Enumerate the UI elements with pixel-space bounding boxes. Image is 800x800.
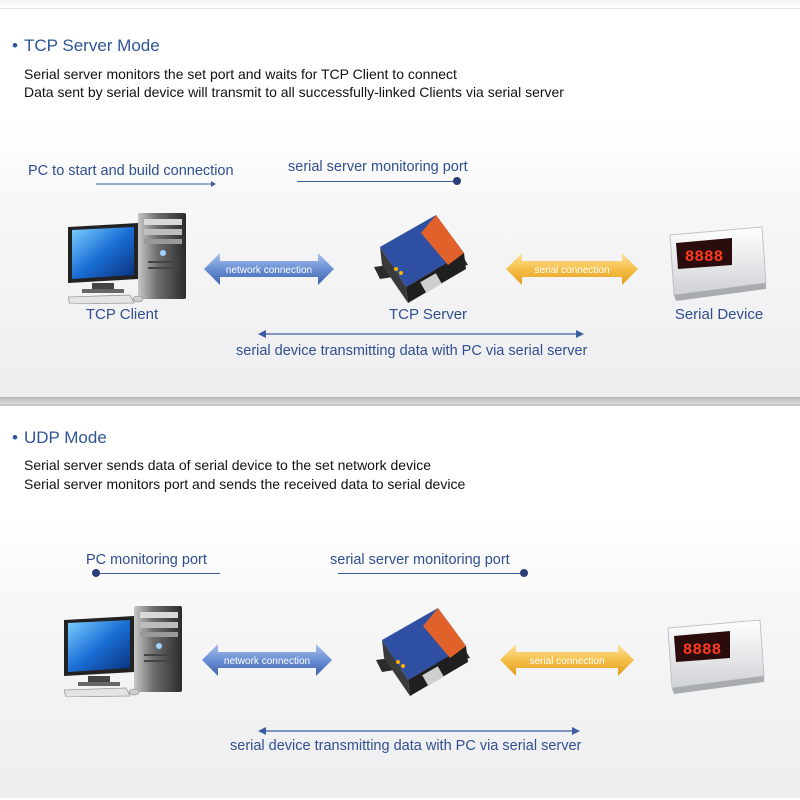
udp-desc-2: Serial server monitors port and sends th… bbox=[24, 476, 466, 492]
pc-port-dot-icon bbox=[92, 569, 100, 577]
udp-mode-panel: • UDP Mode Serial server sends data of se… bbox=[0, 404, 800, 798]
serial-server-icon bbox=[368, 600, 478, 700]
tcp-server-panel: • TCP Server Mode Serial server monitors … bbox=[0, 8, 800, 399]
data-flow-arrow bbox=[258, 727, 580, 735]
serial-server-icon bbox=[366, 207, 476, 307]
pc-note-line bbox=[96, 573, 220, 574]
serial-connection-label: serial connection bbox=[529, 656, 604, 667]
udp-bottom-note: serial device transmitting data with PC … bbox=[230, 738, 582, 754]
bullet-icon: • bbox=[12, 428, 18, 447]
udp-desc-1: Serial server sends data of serial devic… bbox=[24, 457, 431, 473]
pc-computer-icon bbox=[68, 209, 193, 304]
tcp-bottom-note: serial device transmitting data with PC … bbox=[236, 343, 588, 359]
port-dot-icon bbox=[520, 569, 528, 577]
server-note-line bbox=[338, 573, 524, 574]
tcp-title: • TCP Server Mode bbox=[12, 36, 160, 56]
serial-device-icon: 8888 bbox=[662, 221, 772, 301]
serial-connection-arrow: serial connection bbox=[506, 253, 638, 285]
tcp-pc-note: PC to start and build connection bbox=[28, 163, 234, 179]
pc-note-pointer bbox=[96, 181, 216, 187]
serial-device-icon: 8888 bbox=[660, 614, 770, 694]
device-display: 8888 bbox=[685, 248, 723, 266]
pc-computer-icon bbox=[64, 602, 189, 697]
serial-connection-arrow: serial connection bbox=[500, 644, 634, 676]
tcp-desc-2: Data sent by serial device will transmit… bbox=[24, 84, 564, 100]
udp-server-note: serial server monitoring port bbox=[330, 552, 510, 568]
udp-pc-note: PC monitoring port bbox=[86, 552, 207, 568]
tcp-server-note: serial server monitoring port bbox=[288, 159, 468, 175]
bullet-icon: • bbox=[12, 36, 18, 55]
data-flow-arrow bbox=[258, 330, 584, 338]
tcp-desc-1: Serial server monitors the set port and … bbox=[24, 66, 457, 82]
network-connection-label: network connection bbox=[226, 265, 312, 276]
udp-title: • UDP Mode bbox=[12, 428, 107, 448]
serial-device-label: Serial Device bbox=[674, 306, 764, 323]
udp-title-text: UDP Mode bbox=[23, 428, 107, 447]
device-display: 8888 bbox=[683, 641, 721, 659]
network-connection-arrow: network connection bbox=[202, 644, 332, 676]
port-dot-icon bbox=[453, 177, 461, 185]
tcp-client-label: TCP Client bbox=[85, 306, 159, 323]
network-connection-arrow: network connection bbox=[204, 253, 334, 285]
server-note-line bbox=[297, 181, 457, 182]
top-shadow bbox=[0, 0, 800, 8]
tcp-server-label: TCP Server bbox=[388, 306, 468, 323]
network-connection-label: network connection bbox=[224, 656, 310, 667]
tcp-title-text: TCP Server Mode bbox=[23, 36, 160, 55]
section-divider bbox=[0, 397, 800, 404]
serial-connection-label: serial connection bbox=[534, 265, 609, 276]
